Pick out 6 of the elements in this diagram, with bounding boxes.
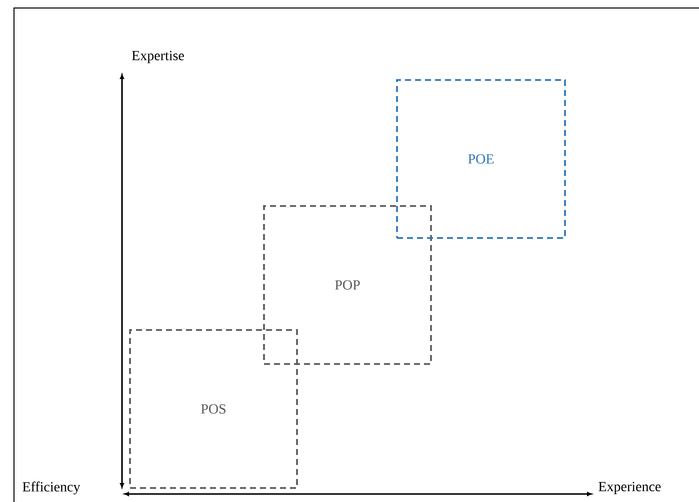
- dashed-box: POE: [396, 79, 566, 239]
- dashed-box: POP: [263, 205, 432, 365]
- axis-label: Efficiency: [22, 482, 80, 494]
- dashed-box: POS: [129, 329, 298, 489]
- axis-label: Experience: [598, 482, 662, 494]
- axis-label: Expertise: [132, 50, 184, 64]
